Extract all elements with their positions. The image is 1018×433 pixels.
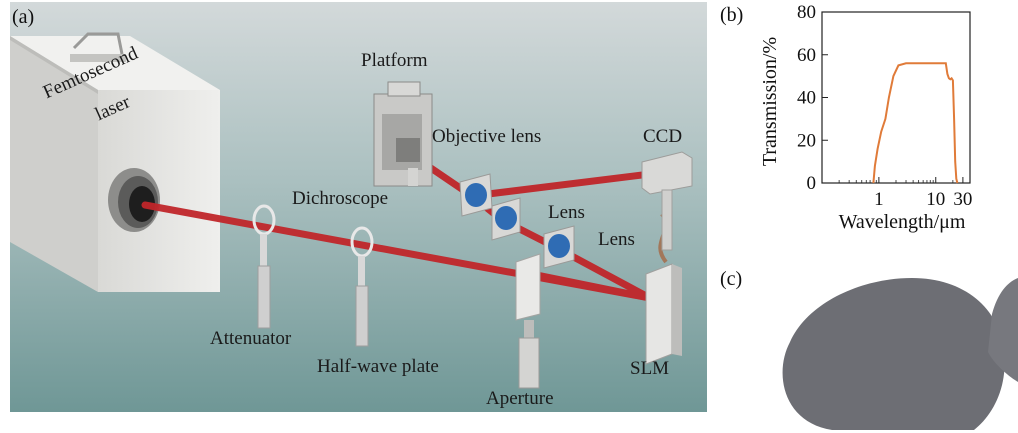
x-tick-label: 1 [874, 189, 884, 210]
label-slm: SLM [630, 358, 670, 379]
label-objective-lens: Objective lens [432, 126, 542, 147]
label-half-wave-plate: Half-wave plate [317, 356, 439, 377]
slm-device [645, 212, 682, 365]
panel-c-tag: (c) [720, 268, 743, 290]
x-tick-label: 10 [926, 189, 945, 210]
panel-a: (a) Femtosecond laser Platform Objective… [10, 2, 707, 412]
lens-2 [543, 225, 575, 269]
dichroscope-mirror [459, 173, 493, 217]
y-tick-label: 80 [797, 2, 816, 23]
y-tick-label: 20 [797, 130, 816, 151]
aperture-mount [515, 253, 541, 389]
wafer-secondary [988, 278, 1018, 382]
panel-b-tag: (b) [720, 4, 744, 26]
label-dichroscope: Dichroscope [292, 188, 389, 209]
label-lens-2: Lens [598, 229, 635, 250]
attenuator-mount [252, 204, 276, 329]
label-platform: Platform [361, 50, 428, 71]
label-lens-1: Lens [548, 202, 585, 223]
plot-frame [821, 11, 971, 184]
x-axis-label: Wavelength/μm [839, 211, 966, 233]
y-tick-label: 40 [797, 88, 816, 109]
lens-1 [491, 197, 521, 241]
panel-a-tag: (a) [12, 6, 35, 28]
transmission-curve [872, 62, 959, 184]
optical-setup-diagram [10, 2, 707, 412]
ccd-camera [641, 151, 693, 251]
y-tick-label: 60 [797, 45, 816, 66]
x-tick-label: 30 [953, 189, 972, 210]
wafer-main [782, 278, 1005, 430]
half-wave-plate-mount [350, 226, 374, 347]
y-tick-label: 0 [807, 173, 817, 194]
y-axis-label: Transmission/% [759, 37, 781, 166]
label-ccd: CCD [643, 126, 683, 147]
label-attenuator: Attenuator [210, 328, 292, 349]
wafer-photo [782, 278, 1018, 430]
platform-stage [373, 81, 433, 187]
panel-c: (c) [712, 262, 1018, 433]
femtosecond-laser-box [10, 32, 220, 292]
label-aperture: Aperture [486, 388, 554, 409]
laser-beam [141, 158, 654, 302]
